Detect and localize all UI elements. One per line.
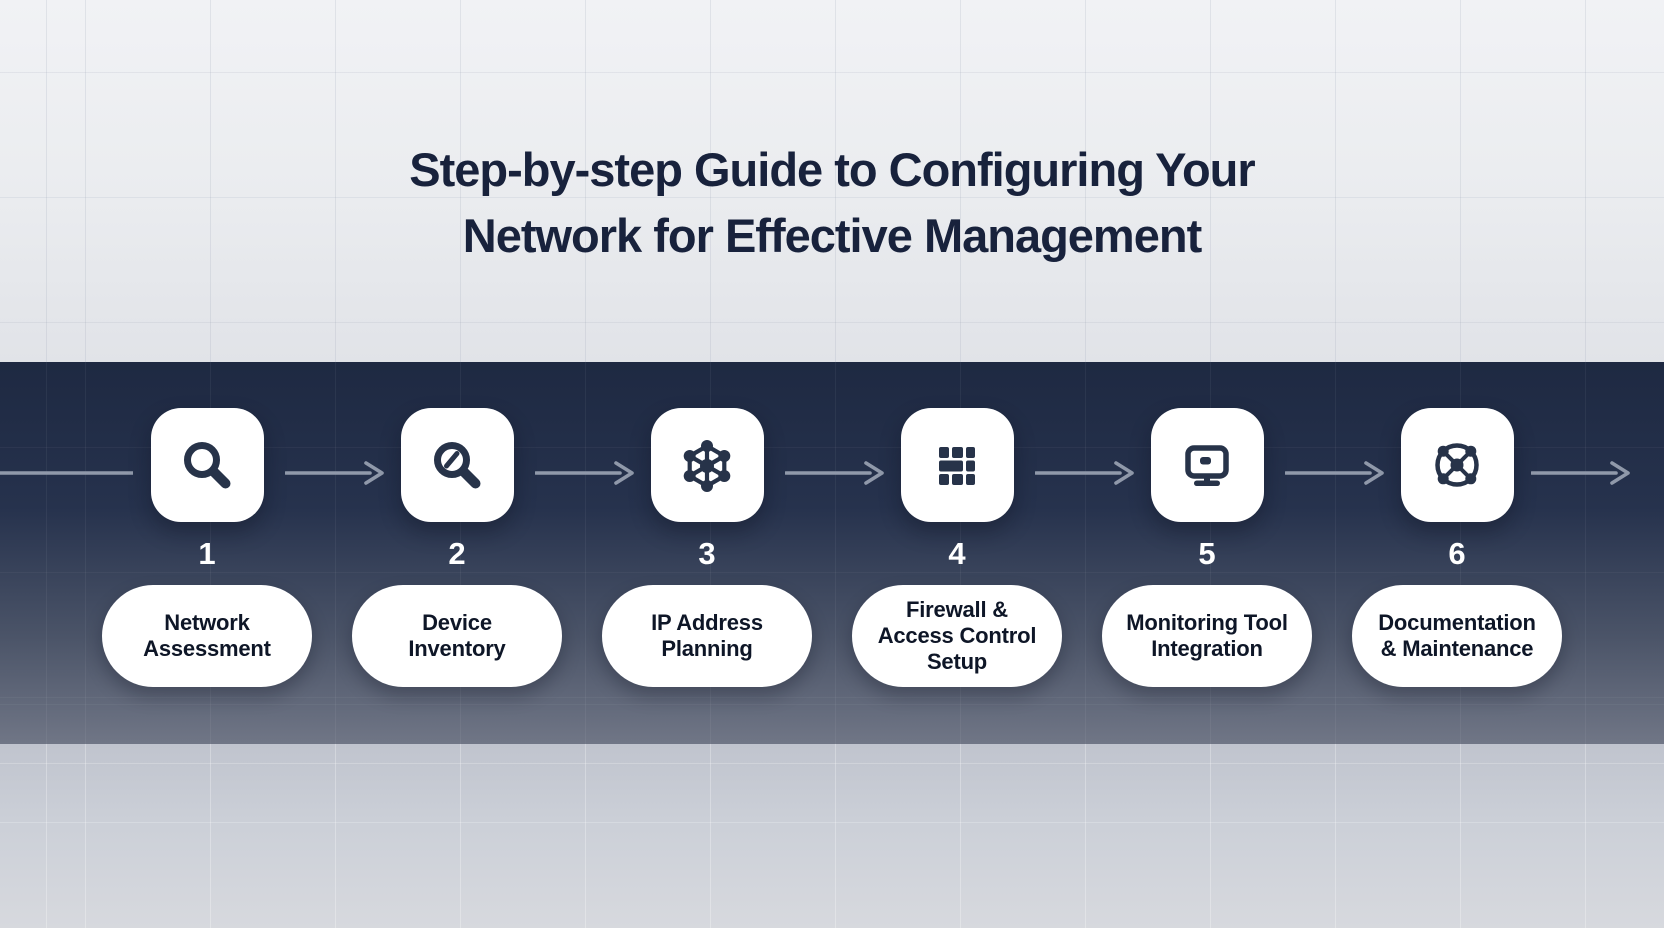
step-number: 5 [1198,536,1216,571]
network-nodes-icon [1425,433,1489,497]
title-line-1: Step-by-step Guide to Configuring Your [409,143,1255,197]
bottom-background [0,744,1664,928]
step-number: 1 [198,536,216,571]
step-label-pill: Documentation & Maintenance [1352,585,1562,687]
step-label-pill: Monitoring Tool Integration [1102,585,1312,687]
flow-arrow-exit [1531,459,1631,487]
title-line-2: Network for Effective Management [462,209,1202,263]
step-column-2: 2 Device Inventory [332,408,582,687]
flow-arrow-2 [535,459,635,487]
step-column-3: 3 IP Address Planning [582,408,832,687]
step-label-pill: Network Assessment [102,585,312,687]
step-label-pill: Firewall & Access Control Setup [852,585,1062,687]
step-column-1: 1 Network Assessment [82,408,332,687]
hex-network-icon [675,433,739,497]
step-number: 2 [448,536,466,571]
step-icon-card [150,408,264,522]
steps-row: 1 Network Assessment 2 Device Inventory [82,408,1582,687]
step-number: 6 [1448,536,1466,571]
magnifier-icon [175,433,239,497]
step-icon-card [650,408,764,522]
flow-arrow-1 [285,459,385,487]
flow-arrow-5 [1285,459,1385,487]
step-icon-card [1150,408,1264,522]
firewall-bricks-icon [925,433,989,497]
step-column-6: 6 Documentation & Maintenance [1332,408,1582,687]
step-number: 4 [948,536,966,571]
step-icon-card [400,408,514,522]
step-label-pill: IP Address Planning [602,585,812,687]
step-number: 3 [698,536,716,571]
monitor-icon [1175,433,1239,497]
step-column-4: 4 Firewall & Access Control Setup [832,408,1082,687]
magnifier-slash-icon [425,433,489,497]
page-title: Step-by-step Guide to Configuring Your N… [0,137,1664,269]
flow-arrow-4 [1035,459,1135,487]
step-icon-card [900,408,1014,522]
step-label-pill: Device Inventory [352,585,562,687]
step-icon-card [1400,408,1514,522]
step-column-5: 5 Monitoring Tool Integration [1082,408,1332,687]
top-background [0,0,1664,362]
flow-arrow-3 [785,459,885,487]
flow-line-entry [0,459,134,487]
